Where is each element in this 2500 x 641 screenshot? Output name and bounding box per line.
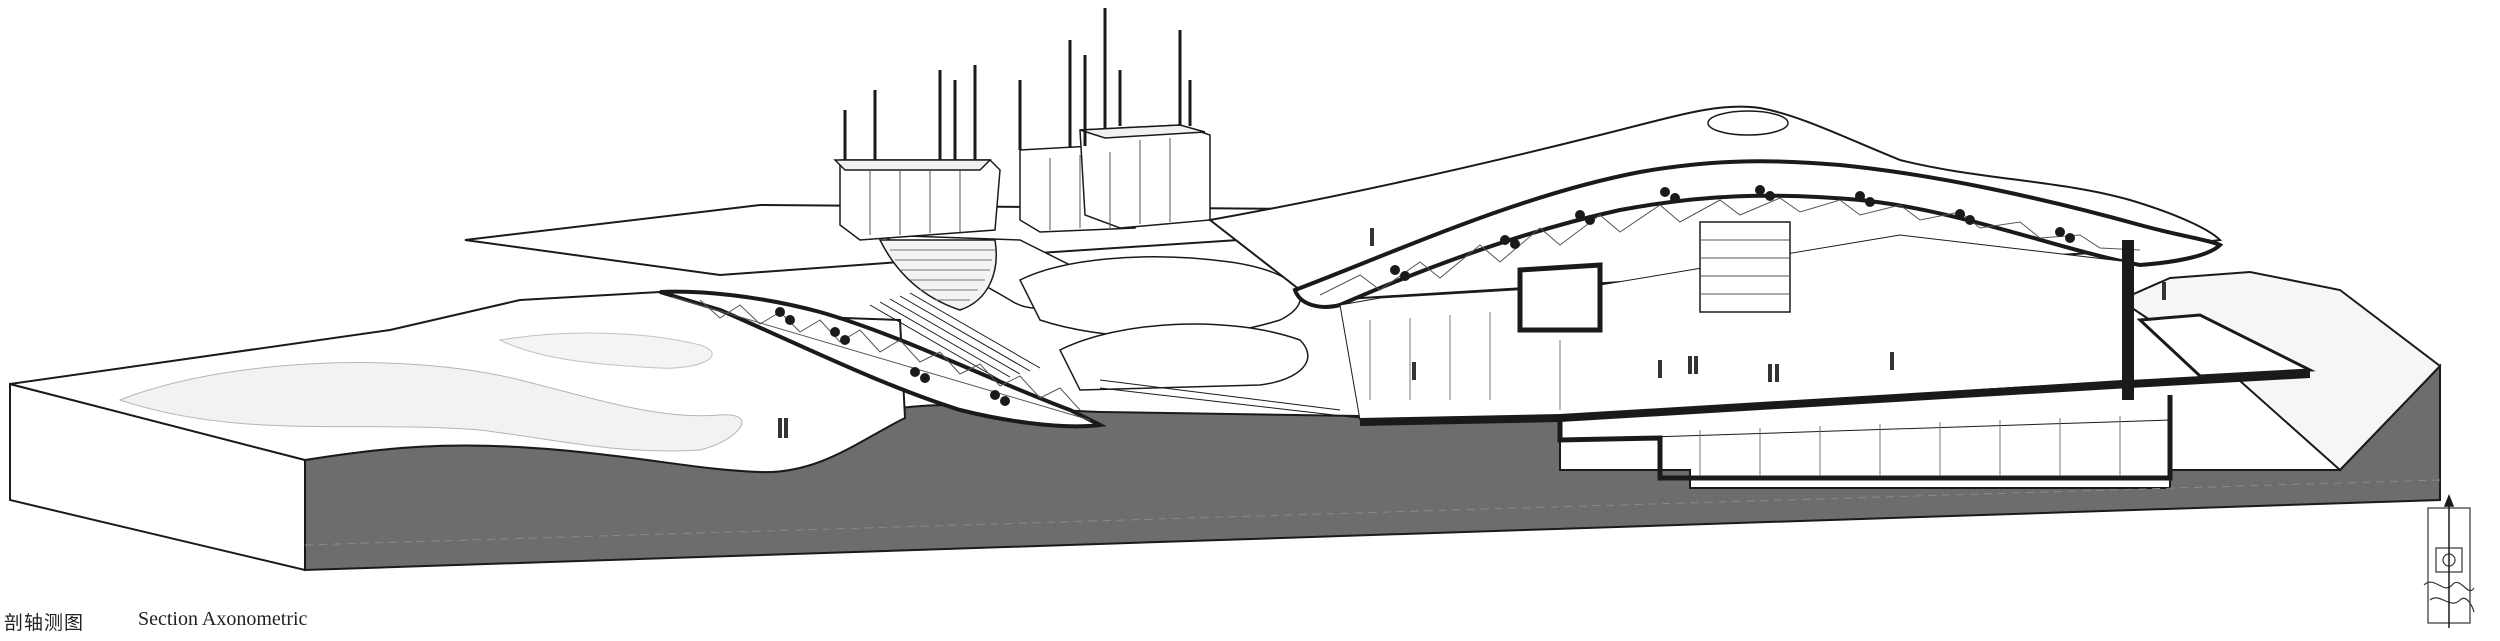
hall-window (1699, 221, 1791, 313)
caption-english: Section Axonometric (138, 608, 308, 630)
stepped-stair (869, 292, 1361, 419)
ground-block (9, 290, 2441, 572)
cut-core-block (1517, 262, 1603, 333)
tower-left (839, 159, 1001, 241)
people-figures (778, 228, 2166, 438)
cut-wall-right (2122, 240, 2134, 400)
caption-chinese: 剖轴测图 (4, 612, 85, 634)
roof-cut-truss (1292, 159, 2224, 309)
left-roof-truss (659, 289, 1107, 429)
hall-floor-slab (1360, 370, 2310, 426)
rooftop-towers (833, 8, 1211, 311)
terrain-sand-area (118, 362, 743, 452)
interior-hall (1339, 221, 2316, 426)
tower-right (1079, 124, 1211, 229)
north-arrow-icon (2443, 493, 2455, 628)
roof-skylight (1707, 110, 1789, 136)
basement (1557, 395, 2173, 481)
terrain-sand-area-2 (498, 332, 713, 369)
ground-dashed-line (304, 479, 2441, 546)
